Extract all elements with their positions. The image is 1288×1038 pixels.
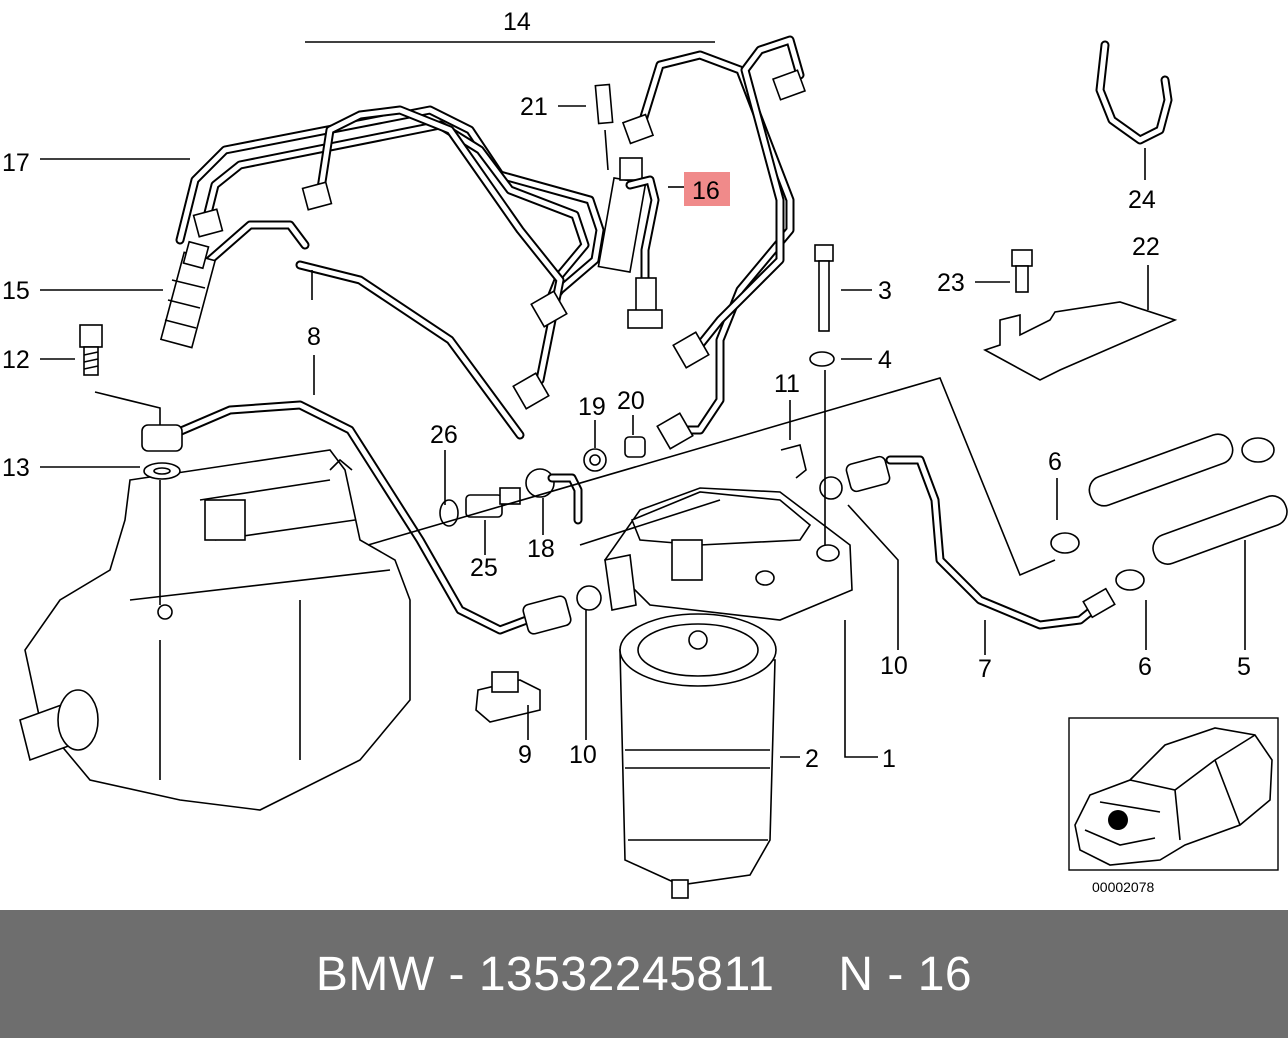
callout-23: 23	[937, 269, 965, 297]
banjo-bolt-12-drawing	[79, 324, 183, 480]
callout-25: 25	[470, 554, 498, 582]
injector-16-drawing	[594, 83, 663, 329]
callout-10-right: 10	[880, 652, 908, 680]
callout-8: 8	[307, 323, 321, 351]
callout-19: 19	[578, 393, 606, 421]
inset-code: 00002078	[1092, 879, 1155, 895]
leader-lines	[40, 41, 1246, 758]
callout-6-lower: 6	[1138, 653, 1152, 681]
diagram-position-text: N - 16	[838, 947, 973, 1001]
clamp-24-drawing	[1095, 40, 1173, 145]
part-number-footer: BMW - 13532245811 N - 16	[0, 910, 1288, 1038]
callout-5: 5	[1237, 653, 1251, 681]
car-locator-inset: 00002078	[1068, 717, 1279, 895]
callout-6-upper: 6	[1048, 448, 1062, 476]
callout-21: 21	[520, 93, 548, 121]
injection-pump-drawing	[19, 449, 411, 811]
callout-18: 18	[527, 535, 555, 563]
hoses-right-drawing	[885, 433, 1288, 630]
part-number-text: BMW - 13532245811	[315, 947, 775, 1001]
injection-lines-drawing	[155, 35, 807, 635]
callout-17: 17	[2, 149, 30, 177]
callout-22: 22	[1132, 233, 1160, 261]
fuel-filter-drawing	[603, 487, 853, 899]
parts-diagram: 14 17 21 15 12 13 8 26 25 18 19 20 9 10 …	[2, 8, 1288, 899]
callout-24: 24	[1128, 186, 1156, 214]
callout-3: 3	[878, 277, 892, 305]
callout-14: 14	[503, 8, 531, 36]
callout-9: 9	[518, 741, 532, 769]
callout-26: 26	[430, 421, 458, 449]
callout-13: 13	[2, 454, 30, 482]
callout-4: 4	[878, 346, 892, 374]
callout-16: 16	[692, 177, 720, 205]
callout-7: 7	[978, 655, 992, 683]
callout-16-highlight	[684, 172, 730, 206]
exploded-view-svg: 14 17 21 15 12 13 8 26 25 18 19 20 9 10 …	[2, 8, 1288, 899]
callout-12: 12	[2, 346, 30, 374]
callout-11: 11	[774, 370, 800, 398]
bracket-22-drawing	[983, 249, 1178, 381]
callout-20: 20	[617, 387, 645, 415]
callout-1: 1	[882, 745, 896, 773]
callout-labels: 14 17 21 15 12 13 8 26 25 18 19 20 9 10 …	[2, 8, 1251, 773]
callout-2: 2	[805, 745, 819, 773]
callout-10-lower: 10	[569, 741, 597, 769]
small-parts-drawing	[439, 244, 891, 723]
injector-drawing	[159, 240, 217, 349]
callout-15: 15	[2, 277, 30, 305]
